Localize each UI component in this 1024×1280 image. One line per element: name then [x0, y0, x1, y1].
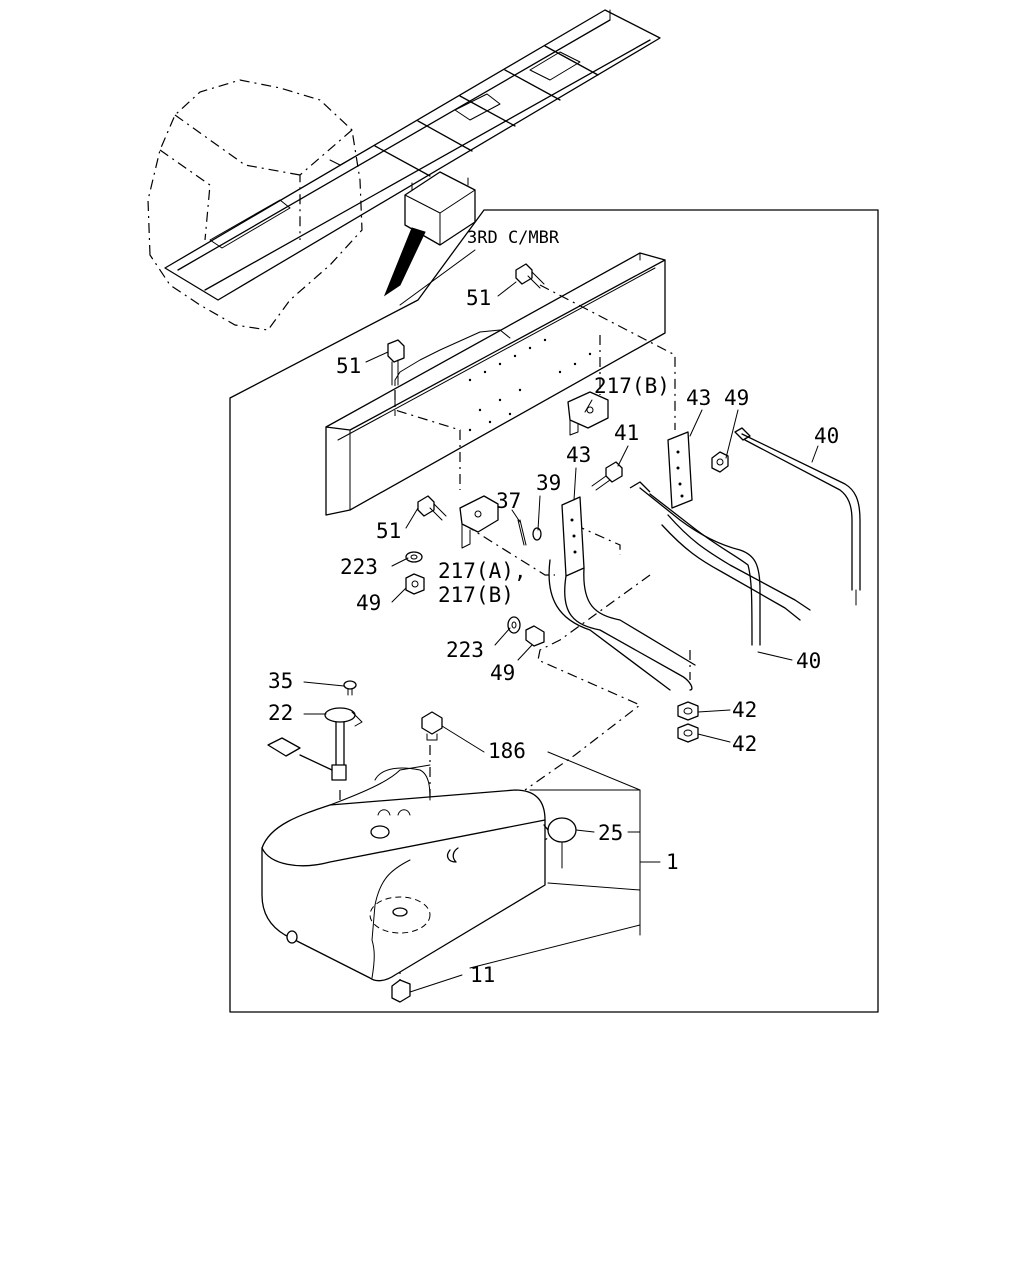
- tank-band-40-upper: [629, 481, 811, 646]
- callout-217b-top: 217(B): [594, 374, 670, 398]
- callout-223-left: 223: [340, 555, 378, 579]
- bolt-51-lower-icon: [417, 495, 447, 521]
- callout-42-b: 42: [732, 732, 757, 756]
- callout-39: 39: [536, 471, 561, 495]
- callout-40-top: 40: [814, 424, 839, 448]
- callout-217b-low: 217(B): [438, 583, 514, 607]
- cap-25-icon: [547, 817, 577, 869]
- chassis-crossmember-illustration: [325, 252, 666, 516]
- callout-35: 35: [268, 669, 293, 693]
- bolt-51-left-icon: [387, 339, 405, 386]
- tank-band-lower: [548, 559, 696, 691]
- crossmember-holes: [468, 338, 592, 432]
- tank-band-40-rod: [734, 427, 861, 606]
- callout-51-top: 51: [466, 286, 491, 310]
- bolt-41-icon: [591, 461, 623, 491]
- pin-37-icon: [517, 519, 527, 546]
- truck-overview-illustration: [147, 9, 661, 331]
- bracket-217b-top-icon: [567, 391, 609, 436]
- callout-43-right: 43: [686, 386, 711, 410]
- fuel-tank-1-illustration: [261, 764, 549, 982]
- nut-49-right-icon: [711, 451, 729, 473]
- callout-43-mid: 43: [566, 443, 591, 467]
- drain-plug-11-icon: [391, 979, 411, 1003]
- nut-42-b-icon: [677, 723, 699, 743]
- callout-49-right: 49: [724, 386, 749, 410]
- nut-49-mid-icon: [525, 625, 545, 647]
- callout-217a: 217(A),: [438, 559, 527, 583]
- screw-35-icon: [343, 680, 357, 696]
- callout-51-left: 51: [336, 354, 361, 378]
- callout-25: 25: [598, 821, 623, 845]
- section-label: 3RD C/MBR: [467, 228, 560, 248]
- callout-22: 22: [268, 701, 293, 725]
- callout-1: 1: [666, 850, 679, 874]
- bracket-217a-icon: [459, 495, 499, 549]
- callout-40-bottom: 40: [796, 649, 821, 673]
- callout-49-mid: 49: [490, 661, 515, 685]
- nut-49-left-icon: [405, 573, 425, 595]
- callout-11: 11: [470, 963, 495, 987]
- callout-leader-lines: [303, 281, 819, 993]
- callout-37: 37: [496, 489, 521, 513]
- nut-42-a-icon: [677, 701, 699, 721]
- callout-223-mid: 223: [446, 638, 484, 662]
- callout-51-lower: 51: [376, 519, 401, 543]
- detail-frame: [229, 209, 879, 1013]
- tank-strap-43-mid: [561, 496, 585, 577]
- washer-223-mid-icon: [507, 616, 521, 634]
- callout-49-left: 49: [356, 591, 381, 615]
- breather-valve-186-icon: [421, 711, 443, 741]
- washer-39-icon: [532, 527, 542, 541]
- callout-186: 186: [488, 739, 526, 763]
- washer-223-left-icon: [405, 551, 423, 563]
- bolt-51-top-icon: [515, 263, 545, 289]
- callout-labels: 51 51 51 217(B) 43 49 40 41 43 39 37 223…: [268, 286, 839, 987]
- fuel-gauge-unit-22: [267, 707, 363, 781]
- tank-strap-43-right: [667, 431, 693, 509]
- callout-42-a: 42: [732, 698, 757, 722]
- callout-41: 41: [614, 421, 639, 445]
